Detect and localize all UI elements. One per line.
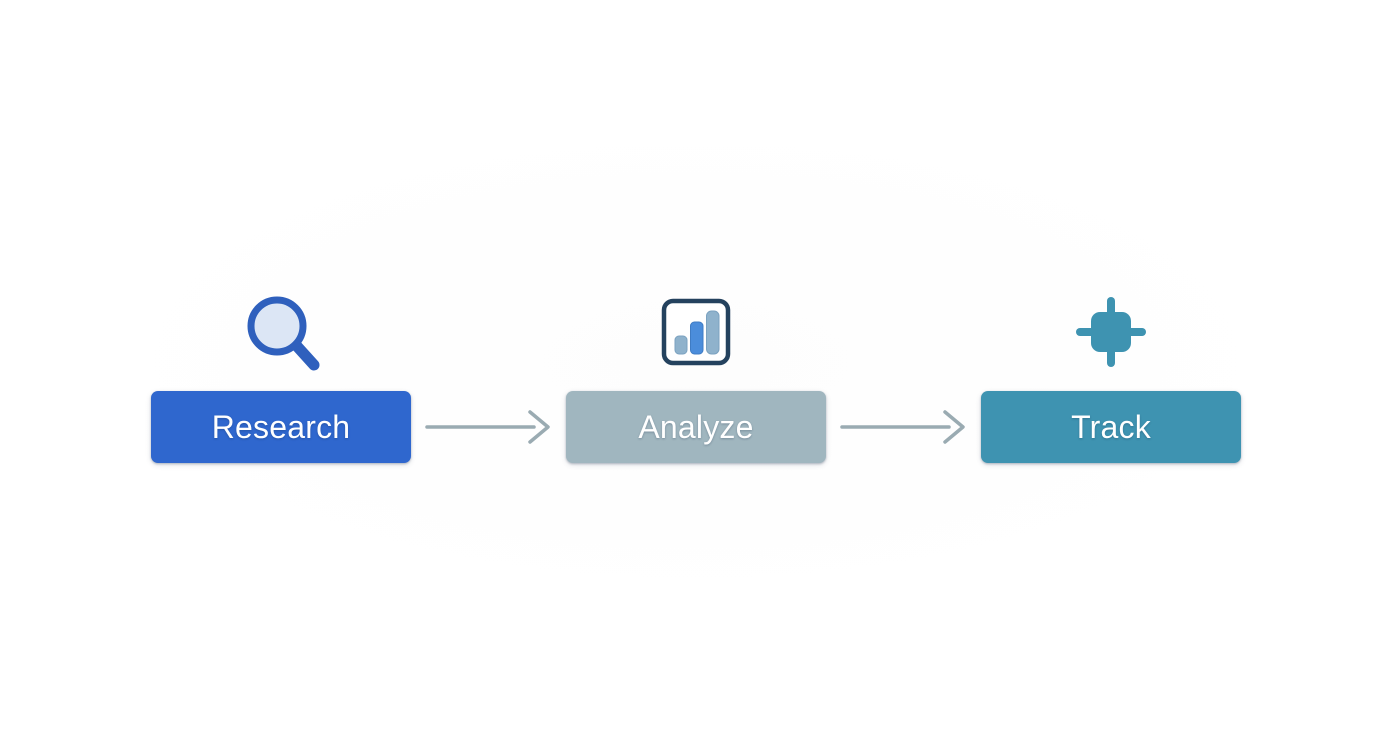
magnifier-icon — [247, 296, 320, 371]
research-icon-wrapper — [151, 289, 411, 375]
connector-analyze-to-track — [826, 391, 981, 463]
connector-research-to-analyze — [411, 391, 566, 463]
bar-chart-icon — [661, 298, 731, 366]
workflow-steps-row: Research Analyze — [151, 289, 1241, 463]
arrow-right-icon — [839, 410, 965, 444]
analyze-button[interactable]: Analyze — [566, 391, 826, 463]
workflow-step-research: Research — [151, 289, 411, 463]
research-button[interactable]: Research — [151, 391, 411, 463]
track-icon-wrapper — [981, 289, 1241, 375]
track-button[interactable]: Track — [981, 391, 1241, 463]
arrow-right-icon — [424, 410, 550, 444]
crosshair-target-icon — [1076, 297, 1146, 367]
analyze-icon-wrapper — [566, 289, 826, 375]
workflow-step-track: Track — [981, 289, 1241, 463]
workflow-step-analyze: Analyze — [566, 289, 826, 463]
